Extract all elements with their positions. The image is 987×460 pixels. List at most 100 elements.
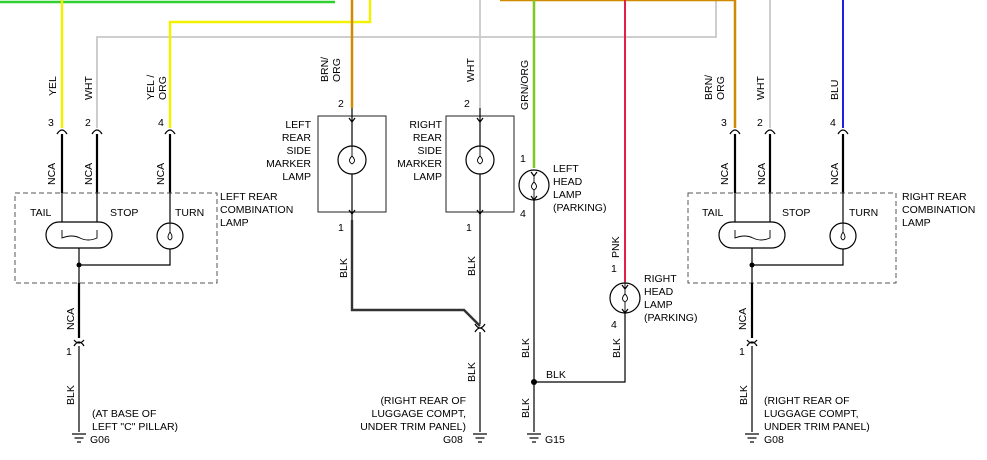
title-line-4: (PARKING) [644,312,697,324]
title-line-4: (PARKING) [553,202,606,214]
title-line-3: LAMP [553,189,582,201]
wire-yelorg-feed [168,0,372,128]
wire-label-brnorg: BRN/ORG [703,75,727,100]
int-wire [752,249,844,266]
title-line-4: MARKER [397,158,442,170]
wire-wht-left-feed [96,0,717,128]
wire-label-yelorg-l1: YEL / [145,75,157,100]
title-line-2: COMBINATION [220,204,293,216]
pin-4: 4 [158,117,164,129]
note-line-3: UNDER TRIM PANEL) [360,421,466,433]
int-wire [79,249,171,266]
title-line-5: LAMP [413,171,442,183]
nca-label-1: NCA [46,163,58,185]
pin-bot: 1 [466,222,472,234]
dual-filament-bulb [718,221,786,249]
nca-label-1: NCA [719,163,731,185]
note-line-3: UNDER TRIM PANEL) [764,421,870,433]
ground-id: G08 [764,434,784,446]
lamp-label-turn: TURN [849,207,878,219]
pin-2: 2 [757,117,763,129]
lamp-label-turn: TURN [175,207,204,219]
title-line-3: LAMP [220,217,249,229]
wire-label-brnorg-l2: ORG [331,58,343,82]
connector-symbol [746,339,758,347]
out-wire-label: BLK [520,338,532,358]
splice-wire-label: BLK [546,369,566,381]
title-line-2: REAR [282,132,312,144]
ground-id: G08 [443,434,463,446]
pin-top: 2 [338,98,344,110]
lamp-label-stop: STOP [110,207,138,219]
out-nca-label: NCA [737,308,749,330]
title-line-3: SIDE [417,145,442,157]
wire-label-brnorg: BRN/ORG [319,57,343,82]
title-line-3: LAMP [644,299,673,311]
component-outline [687,192,897,284]
filament [734,230,771,241]
wire-label-yelorg: YEL /ORG [145,75,169,100]
pin-bot: 1 [338,222,344,234]
connector-symbol [729,129,849,135]
wire-blk-to-splice [350,220,481,327]
top-feed-wires [0,0,844,282]
wire-label-blu: BLU [829,80,841,100]
pin-bot: 4 [520,208,526,220]
out-pin-1: 1 [739,346,745,358]
pin-top: 2 [464,98,470,110]
title-line-2: HEAD [644,286,674,298]
filament [531,176,537,200]
nca-label-3: NCA [155,163,167,185]
filament [840,222,846,241]
pin-2: 2 [85,117,91,129]
wire-label-wht: WHT [465,58,477,82]
filament [622,282,628,313]
filament [349,146,355,165]
right-rear-combination-lamp: BRN/ORG WHT BLU 3 2 4 NCA NCA NCA TAIL S… [687,75,975,446]
note-line-1: (RIGHT REAR OF [764,395,850,407]
out-wire-label: BLK [611,338,623,358]
nca-label-2: NCA [83,163,95,185]
wire-brnorg-top-bus [500,0,737,128]
title-line-1: LEFT REAR [220,191,278,203]
wire-label-brnorg-l1: BRN/ [319,57,331,82]
nca-label-3: NCA [829,163,841,185]
connector-symbol [73,339,85,347]
pin-3: 3 [721,117,727,129]
wire-label-pnk: PNK [610,236,622,258]
wire-label-brnorg-l1: BRN/ [703,75,715,100]
dual-filament-bulb [45,221,113,249]
pin-top: 1 [611,263,617,275]
out-pin-1: 1 [66,346,72,358]
wire-label-grnorg: GRN/ORG [519,60,531,110]
ground-symbol [745,433,759,443]
pin-top: 1 [520,153,526,165]
wire-label-yel: YEL [47,76,59,96]
wire-label-yelorg-l2: ORG [157,76,169,100]
out-wire-label-2: BLK [466,362,478,382]
wire-label-wht: WHT [755,76,767,100]
title-line-1: LEFT [285,119,311,131]
lamp-label-tail: TAIL [702,207,724,219]
out-wire-label-2: BLK [520,398,532,418]
out-wire-label: BLK [738,385,750,405]
note-line-2: LUGGAGE COMPT, [371,408,466,420]
component-outline [14,192,218,284]
title-line-1: RIGHT [644,273,677,285]
title-line-2: REAR [413,132,443,144]
filament [61,230,98,241]
title-line-2: COMBINATION [902,204,975,216]
title-line-2: HEAD [553,176,583,188]
title-line-5: LAMP [282,171,311,183]
out-wire-label: BLK [65,385,77,405]
nca-label-2: NCA [756,163,768,185]
left-rear-combination-lamp: YEL WHT YEL /ORG 3 2 4 NCA NCA NCA TAIL … [14,75,293,446]
